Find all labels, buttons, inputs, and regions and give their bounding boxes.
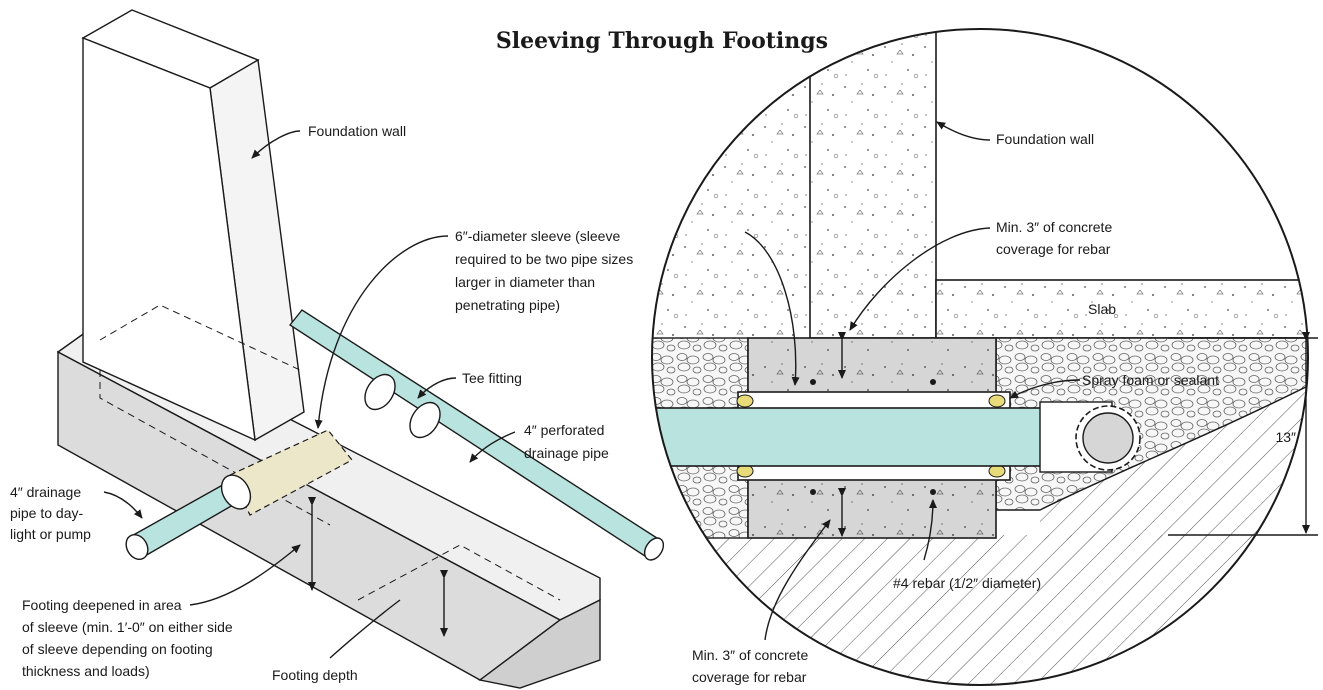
svg-text:pipe to day-: pipe to day- (10, 505, 83, 521)
svg-text:13″: 13″ (1275, 429, 1296, 445)
svg-text:Min. 3″ of concrete: Min. 3″ of concrete (692, 647, 808, 663)
svg-text:Min. 3″ of concrete: Min. 3″ of concrete (996, 219, 1112, 235)
svg-text:6″-diameter sleeve (sleeve: 6″-diameter sleeve (sleeve (455, 228, 620, 244)
svg-text:penetrating pipe): penetrating pipe) (455, 297, 560, 313)
drain-pipe-iso (125, 474, 252, 561)
isometric-view (56, 9, 665, 689)
svg-text:larger in diameter than: larger in diameter than (455, 274, 595, 290)
label-perforated-pipe: 4″ perforated drainage pipe (524, 422, 609, 461)
svg-text:Footing deepened in area: Footing deepened in area (22, 597, 182, 613)
label-footing-depth: Footing depth (272, 667, 358, 683)
svg-text:thickness and loads): thickness and loads) (22, 663, 150, 679)
label-coverage-top: Min. 3″ of concrete coverage for rebar (996, 219, 1112, 257)
label-coverage-bottom: Min. 3″ of concrete coverage for rebar (692, 647, 808, 685)
svg-text:4″ perforated: 4″ perforated (524, 422, 604, 438)
label-rebar: #4 rebar (1/2″ diameter) (893, 575, 1041, 591)
svg-text:required to be two pipe sizes: required to be two pipe sizes (455, 251, 633, 267)
label-slab: Slab (1088, 301, 1116, 317)
perforated-pipe-iso (288, 309, 665, 561)
diagram-title: Sleeving Through Footings (496, 28, 828, 54)
label-foundation-wall-left: Foundation wall (308, 123, 406, 139)
svg-text:light or pump: light or pump (10, 526, 91, 542)
label-footing-deepened: Footing deepened in area of sleeve (min.… (22, 597, 233, 679)
dimension-13: 13″ (1168, 332, 1318, 536)
svg-text:of sleeve (min. 1′-0″ on eithe: of sleeve (min. 1′-0″ on either side (22, 619, 233, 635)
label-tee-fitting: Tee fitting (462, 370, 522, 386)
label-foundation-wall-right: Foundation wall (996, 131, 1094, 147)
svg-text:drainage pipe: drainage pipe (524, 445, 609, 461)
svg-text:of sleeve depending on footing: of sleeve depending on footing (22, 641, 213, 657)
label-sleeve: 6″-diameter sleeve (sleeve required to b… (455, 228, 633, 313)
svg-text:coverage for rebar: coverage for rebar (996, 241, 1111, 257)
sleeve-iso (229, 429, 353, 516)
foundation-wall-iso (81, 9, 305, 442)
label-drain-pipe: 4″ drainage pipe to day- light or pump (10, 484, 91, 542)
label-spray-foam: Spray foam or sealant (1082, 372, 1219, 388)
svg-text:coverage for rebar: coverage for rebar (692, 669, 807, 685)
svg-text:4″ drainage: 4″ drainage (10, 484, 81, 500)
